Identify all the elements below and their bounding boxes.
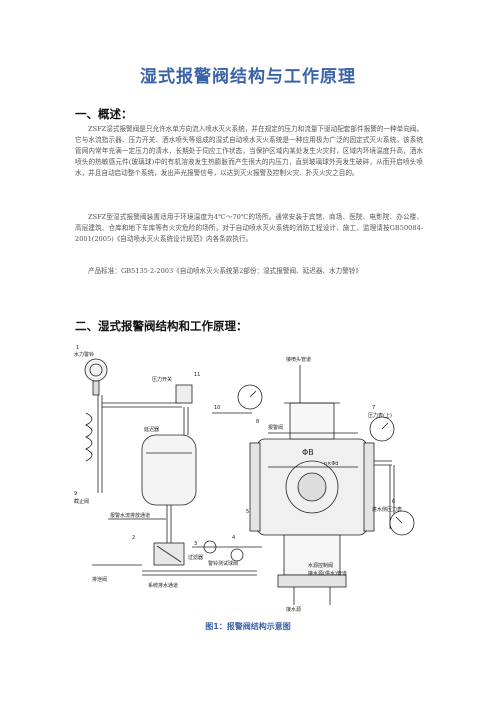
svg-text:延迟器: 延迟器 xyxy=(144,426,159,433)
svg-text:水力警铃: 水力警铃 xyxy=(74,351,94,358)
svg-text:5: 5 xyxy=(246,509,249,515)
svg-text:接喷头管道: 接喷头管道 xyxy=(286,356,311,363)
paragraph-standard: 产品标准：GB5135·2-2003《自动喷水灭火系统第2部份：湿式报警阀、延迟… xyxy=(88,267,362,275)
paragraph-application: ZSFZ型湿式报警阀装置适用于环境温度为4℃～70℃的场所。通常安装于宾馆、商场… xyxy=(75,213,423,244)
svg-text:截止阀: 截止阀 xyxy=(74,498,89,505)
svg-text:警铃测试球阀: 警铃测试球阀 xyxy=(208,560,238,567)
svg-text:8: 8 xyxy=(256,419,259,425)
svg-text:水源控制阀: 水源控制阀 xyxy=(308,562,333,569)
valve-structure-diagram: 1 水力警铃 压力开关 11 10 9 截止阀 报警水流排放通道 延迟器 2 3… xyxy=(74,345,415,613)
svg-text:3: 3 xyxy=(194,541,197,547)
svg-text:2: 2 xyxy=(132,535,135,541)
svg-text:9: 9 xyxy=(74,491,77,497)
section-heading-structure: 二、湿式报警阀结构和工作原理： xyxy=(75,319,248,333)
svg-text:排泄阀: 排泄阀 xyxy=(92,576,107,583)
svg-text:10: 10 xyxy=(214,405,220,411)
svg-text:系统排水通道: 系统排水通道 xyxy=(148,582,178,589)
svg-text:n×Φd: n×Φd xyxy=(324,461,338,467)
svg-text:11: 11 xyxy=(194,372,200,378)
svg-text:7: 7 xyxy=(372,405,375,411)
svg-text:压力开关: 压力开关 xyxy=(152,376,172,383)
figure-caption: 图1：报警阀结构示意图 xyxy=(205,622,291,631)
svg-text:压力表(上): 压力表(上) xyxy=(368,412,392,419)
diagram-labels: 1 水力警铃 压力开关 11 10 9 截止阀 报警水流排放通道 延迟器 2 3… xyxy=(74,345,402,613)
svg-text:4: 4 xyxy=(232,535,235,541)
svg-text:过滤器: 过滤器 xyxy=(188,554,203,561)
paragraph-intro: ZSFZ湿式报警阀是只允许水单方向流入喷水灭火系统，并在规定的压力和流量下驱动配… xyxy=(75,125,423,178)
svg-text:ΦB: ΦB xyxy=(302,448,314,457)
svg-text:报警阀: 报警阀 xyxy=(268,424,283,431)
page-title: 湿式报警阀结构与工作原理 xyxy=(140,67,356,87)
diagram-lines xyxy=(84,358,415,605)
svg-text:1: 1 xyxy=(76,345,79,351)
section-heading-overview: 一、概述： xyxy=(75,107,133,121)
svg-text:进水侧压力表: 进水侧压力表 xyxy=(372,506,402,513)
svg-text:6: 6 xyxy=(392,499,395,505)
svg-text:报警水流排放通道: 报警水流排放通道 xyxy=(110,512,150,519)
svg-text:接水源: 接水源 xyxy=(286,606,301,613)
svg-text:接水源(供水)管道: 接水源(供水)管道 xyxy=(308,570,347,577)
